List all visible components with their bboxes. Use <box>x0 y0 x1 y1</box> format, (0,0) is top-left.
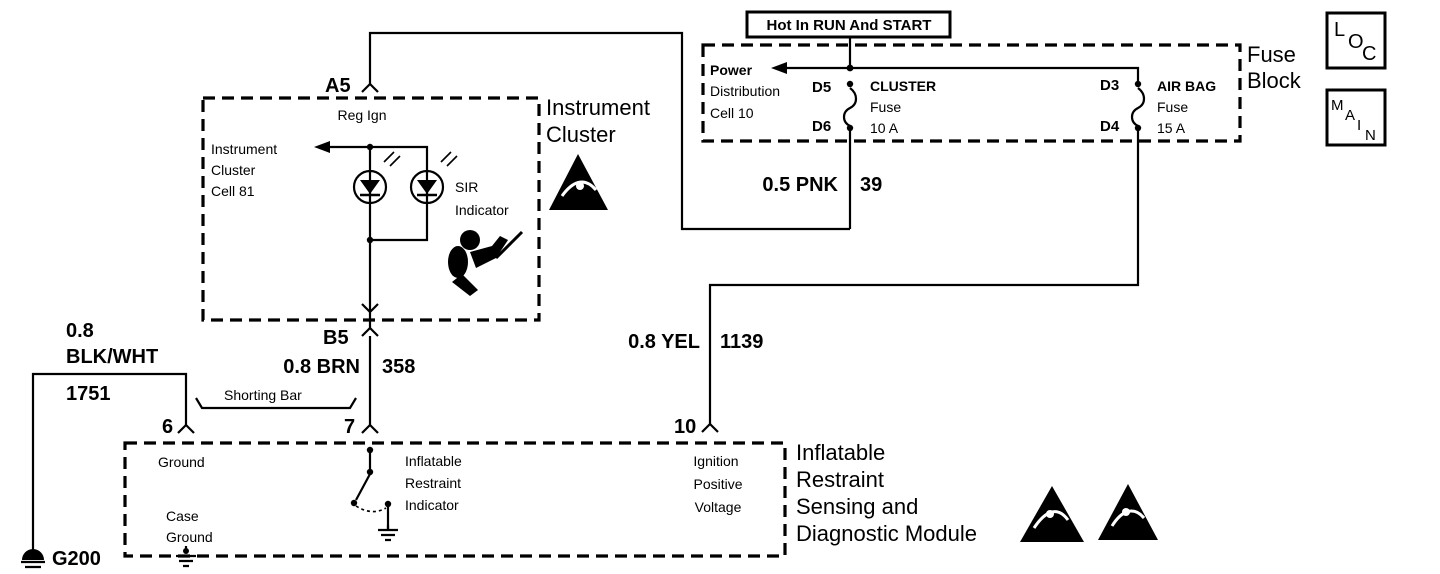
airbag-fuse-label-2: Fuse <box>1157 99 1188 115</box>
module-box <box>123 441 787 558</box>
module-title-3: Sensing and <box>796 494 918 519</box>
shorting-bar-label: Shorting Bar <box>224 387 302 403</box>
case-ground-label-1: Case <box>166 508 199 524</box>
fuse-block-box <box>701 43 1242 143</box>
connector-pin6 <box>177 423 195 434</box>
pin-7-label: 7 <box>344 416 355 438</box>
airbag-fuse-icon <box>1130 80 1146 132</box>
esd-warning-icon <box>549 154 608 210</box>
loc-letter-o: O <box>1348 31 1364 53</box>
loc-box: L O C <box>1325 11 1387 70</box>
module-title-4: Diagnostic Module <box>796 521 977 546</box>
pin-d3: D3 <box>1100 77 1119 94</box>
junction-dot <box>366 143 374 151</box>
connector-pin10 <box>701 422 719 433</box>
cell81-label-2: Cluster <box>211 162 256 178</box>
indicator-switch <box>350 446 392 530</box>
wire-label-brn: 0.8 BRN <box>283 356 360 378</box>
wire-hot-feed <box>848 36 1140 82</box>
ignition-label-2: Positive <box>693 476 742 492</box>
esd-warning-icon <box>1098 484 1158 540</box>
cluster-title-1: Instrument <box>546 95 650 120</box>
indicator-label-3: Indicator <box>405 497 459 513</box>
junction-dot <box>846 64 854 72</box>
hot-label: Hot In RUN And START <box>767 17 932 34</box>
wire-blk-1751 <box>31 372 188 546</box>
cluster-fuse-icon <box>842 80 858 132</box>
connector-a5-label: A5 <box>325 75 351 97</box>
cluster-fuse-label-1: CLUSTER <box>870 78 936 94</box>
ground-symbol-icon <box>378 525 398 542</box>
case-ground-label-2: Ground <box>166 529 213 545</box>
arrow-cell81 <box>314 141 330 153</box>
fuse-block-title-2: Block <box>1247 68 1302 93</box>
wire-label-blk-color: BLK/WHT <box>66 346 158 368</box>
sir-label-2: Indicator <box>455 202 509 218</box>
led-icon <box>409 151 458 205</box>
pin-d4: D4 <box>1100 118 1120 135</box>
connector-a5 <box>361 82 379 93</box>
connector-b5-label: B5 <box>323 327 349 349</box>
pin-d6: D6 <box>812 118 831 135</box>
ground-symbol-icon <box>21 546 45 569</box>
module-title-2: Restraint <box>796 467 884 492</box>
junction-dot <box>366 236 374 244</box>
cell81-label-3: Cell 81 <box>211 183 255 199</box>
indicator-label-1: Inflatable <box>405 453 462 469</box>
arrow-power-distribution <box>771 62 787 74</box>
wire-label-blk-size: 0.8 <box>66 320 94 342</box>
connector-pin7 <box>361 423 379 434</box>
wire-label-1139: 1139 <box>720 331 763 353</box>
wire-yel-1139 <box>708 128 1140 424</box>
ground-point-label: G200 <box>52 548 101 570</box>
pin-6-label: 6 <box>162 416 173 438</box>
loc-letter-l: L <box>1334 19 1345 41</box>
wire-label-pnk: 0.5 PNK <box>762 174 838 196</box>
cluster-fuse-label-3: 10 A <box>870 120 899 136</box>
main-letter-a: A <box>1345 107 1355 124</box>
led-icon <box>352 151 401 205</box>
airbag-fuse-label-1: AIR BAG <box>1157 78 1216 94</box>
module-title-1: Inflatable <box>796 440 885 465</box>
wire-label-358: 358 <box>382 356 415 378</box>
power-label-2: Distribution <box>710 83 780 99</box>
wire-sir-branch <box>370 145 429 242</box>
loc-letter-c: C <box>1362 43 1376 65</box>
indicator-label-2: Restraint <box>405 475 461 491</box>
ignition-label-1: Ignition <box>693 453 738 469</box>
power-label-3: Cell 10 <box>710 105 754 121</box>
ignition-label-3: Voltage <box>695 499 742 515</box>
pin-10-label: 10 <box>674 416 696 438</box>
esd-warning-icon <box>1020 486 1084 542</box>
wire-label-1751: 1751 <box>66 383 111 405</box>
main-letter-n: N <box>1365 127 1376 144</box>
cluster-fuse-label-2: Fuse <box>870 99 901 115</box>
main-letter-m: M <box>1331 97 1344 114</box>
wire-label-39: 39 <box>860 174 882 196</box>
ground-symbol-icon <box>176 546 196 568</box>
hot-label-box <box>745 10 952 39</box>
wire-label-yel: 0.8 YEL <box>628 331 700 353</box>
shorting-bar <box>195 397 357 410</box>
fuse-block-title-1: Fuse <box>1247 42 1296 67</box>
ground-label: Ground <box>158 454 205 470</box>
pin-d5: D5 <box>812 79 831 96</box>
main-box: M A I N <box>1325 88 1387 147</box>
sir-label-1: SIR <box>455 179 478 195</box>
power-label-1: Power <box>710 62 753 78</box>
wire-reg-ign <box>368 31 850 231</box>
airbag-icon <box>448 230 524 296</box>
airbag-fuse-label-3: 15 A <box>1157 120 1186 136</box>
cluster-title-2: Cluster <box>546 122 616 147</box>
main-letter-i: I <box>1357 117 1361 134</box>
cell81-label-1: Instrument <box>211 141 277 157</box>
reg-ign-label: Reg Ign <box>337 107 386 123</box>
